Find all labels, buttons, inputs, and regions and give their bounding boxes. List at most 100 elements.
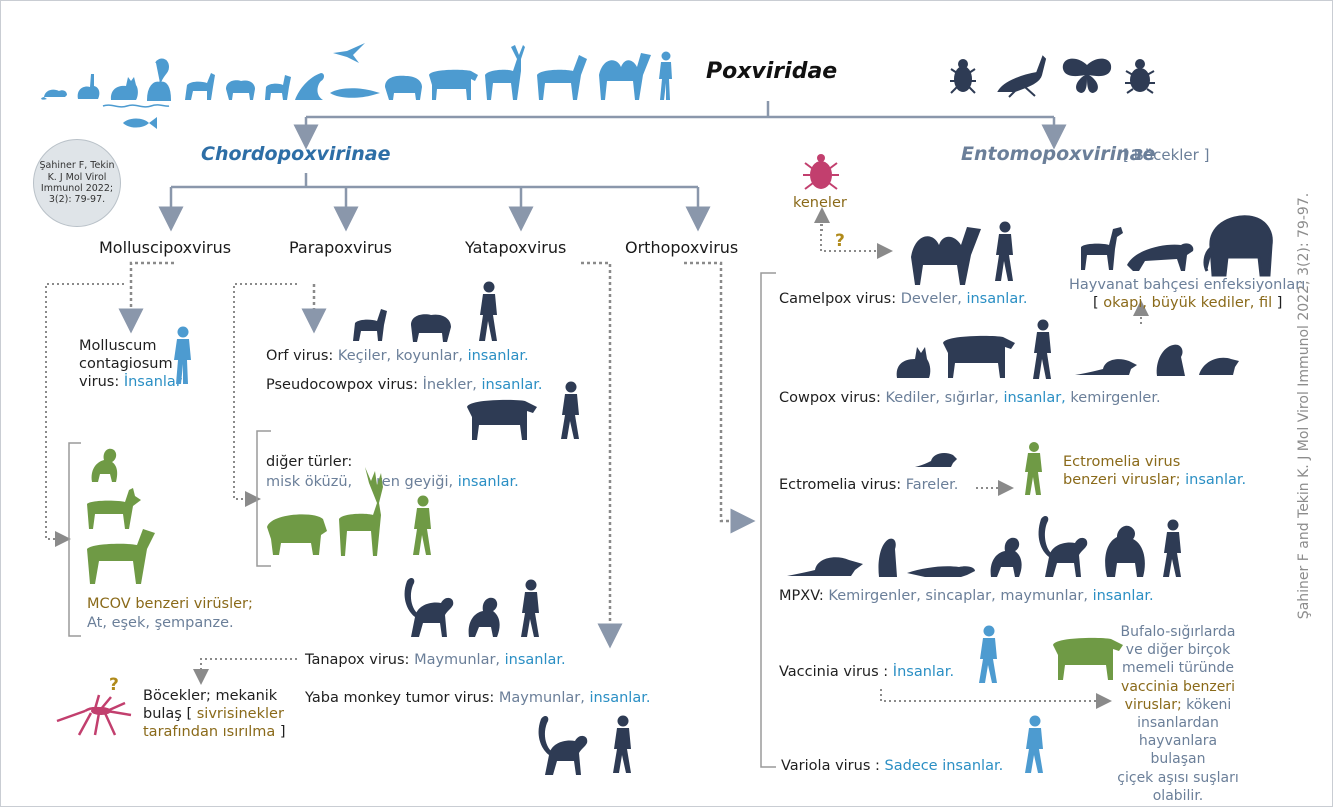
crocodile-icon: [330, 88, 380, 98]
zoo-animals-label: [ okapi, büyük kediler, fil ]: [1093, 295, 1283, 311]
tanapox-label: Tanapox virus: Maymunlar, insanlar.: [305, 652, 566, 668]
camelpox-label: Camelpox virus: Develer, insanlar.: [779, 291, 1028, 307]
camel-icon: [911, 227, 981, 285]
insect-transmission-3: tarafından ısırılma ]: [143, 724, 286, 740]
diagram-title: Poxviridae: [706, 59, 838, 84]
sheep-icon: [411, 314, 451, 342]
monkey-icon: [1038, 516, 1088, 577]
squirrel-icon: [907, 566, 975, 577]
deer-icon: [485, 45, 525, 100]
human-icon: [561, 381, 579, 439]
seal-icon: [295, 73, 324, 100]
chimpanzee-icon: [990, 537, 1022, 577]
cow-icon: [467, 399, 537, 440]
other-species-hosts: misk öküzü,ren geyiği, insanlar.: [266, 474, 519, 490]
genus-parapoxvirus: Parapoxvirus: [289, 238, 393, 257]
ectromelia-label: Ectromelia virus: Fareler.: [779, 477, 959, 493]
orf-virus-label: Orf virus: Keçiler, koyunlar, insanlar.: [266, 348, 529, 364]
insect-question-mark: ?: [109, 675, 119, 695]
mollusc-name-2: contagiosum: [79, 356, 173, 372]
sheep-icon: [226, 80, 255, 100]
human-icon: [479, 281, 497, 341]
citation-badge: Şahiner F, Tekin K. J Mol Virol Immunol …: [33, 139, 121, 227]
donkey-icon: [87, 488, 141, 529]
horse-icon: [87, 529, 155, 584]
ectromelia-like-2: benzeri viruslar; insanlar.: [1063, 472, 1247, 488]
cow-icon: [943, 335, 1015, 378]
mosquito-icon: [56, 694, 132, 736]
human-icon: [659, 51, 672, 100]
subfamily-chordopoxvirinae: Chordopoxvirinae: [201, 143, 391, 165]
scarab-icon: [1125, 59, 1155, 94]
genus-molluscipoxvirus: Molluscipoxvirus: [99, 238, 232, 257]
mpxv-label: MPXV: Kemirgenler, sincaplar, maymunlar,…: [779, 588, 1154, 604]
cowpox-label: Cowpox virus: Kediler, sığırlar, insanla…: [779, 390, 1161, 406]
mcov-hosts: At, eşek, şempanze.: [87, 615, 234, 631]
buffalo-vaccinia-note: Bufalo-sığırlarda ve diğer birçok memeli…: [1117, 624, 1239, 804]
fish-icon: [102, 104, 170, 129]
mouse-icon: [1199, 357, 1239, 375]
marmot-icon: [1156, 344, 1185, 376]
reindeer-icon: [339, 467, 383, 556]
grasshopper-icon: [997, 55, 1047, 98]
mollusc-name-1: Molluscum: [79, 338, 157, 354]
variola-label: Variola virus : Sadece insanlar.: [781, 758, 1004, 774]
human-icon: [979, 625, 997, 683]
human-icon: [1025, 442, 1042, 495]
genus-orthopoxvirus: Orthopoxvirus: [625, 238, 739, 257]
dog-icon: [265, 75, 291, 100]
human-icon: [613, 715, 631, 773]
human-icon: [413, 495, 431, 555]
rabbit-icon: [77, 74, 100, 99]
cow-icon: [429, 69, 478, 100]
goat-icon: [353, 309, 387, 341]
mollusc-virus-label: virus: İnsanlar: [79, 374, 182, 390]
human-icon: [1025, 715, 1043, 773]
muskox-icon: [267, 514, 327, 555]
monkey-icon: [146, 58, 172, 101]
rat-icon: [1075, 359, 1137, 375]
other-species-label: diğer türler:: [266, 454, 353, 470]
rat-icon: [787, 557, 863, 576]
pig-icon: [385, 75, 422, 100]
yaba-label: Yaba monkey tumor virus: Maymunlar, insa…: [305, 690, 651, 706]
human-icon: [174, 326, 191, 384]
human-icon: [1163, 519, 1181, 577]
ticks-label: keneler: [793, 195, 847, 211]
tick-question-mark: ?: [835, 231, 845, 251]
mcov-label: MCOV benzeri virüsler;: [87, 596, 253, 612]
bird-icon: [333, 43, 365, 63]
rat-icon: [41, 89, 67, 100]
entomo-note: [ Böcekler ]: [1123, 146, 1210, 164]
human-icon: [1033, 319, 1051, 379]
genus-yatapoxvirus: Yatapoxvirus: [465, 238, 567, 257]
cat-icon: [110, 77, 138, 100]
chimpanzee-icon: [468, 597, 500, 637]
big-cat-icon: [1127, 243, 1194, 271]
human-icon: [521, 579, 539, 637]
monkey-icon: [538, 716, 588, 775]
pseudocowpox-label: Pseudocowpox virus: İnekler, insanlar.: [266, 377, 543, 393]
cat-icon: [896, 347, 931, 378]
human-icon: [995, 221, 1013, 281]
mouse-icon: [915, 453, 957, 467]
chimpanzee-icon: [91, 448, 118, 482]
ectromelia-like-1: Ectromelia virus: [1063, 454, 1181, 470]
elephant-icon: [1203, 215, 1273, 277]
camel-icon: [599, 53, 651, 100]
tick-icon: [803, 154, 839, 190]
insect-transmission-1: Böcekler; mekanik: [143, 688, 278, 704]
horse-icon: [537, 55, 587, 100]
subfamily-entomopoxvirinae: Entomopoxvirinae: [961, 143, 1156, 165]
prairie-dog-icon: [878, 538, 897, 577]
goat-icon: [185, 73, 215, 100]
insect-transmission-2: bulaş [ sivrisinekler: [143, 706, 284, 722]
beetle-icon: [950, 59, 976, 94]
vaccinia-label: Vaccinia virus : İnsanlar.: [779, 664, 955, 680]
buffalo-cow-icon: [1053, 637, 1123, 680]
vertical-citation: Şahiner F and Tekin K. J Mol Virol Immun…: [1296, 192, 1312, 620]
gorilla-icon: [1105, 525, 1145, 577]
okapi-icon: [1081, 227, 1123, 270]
